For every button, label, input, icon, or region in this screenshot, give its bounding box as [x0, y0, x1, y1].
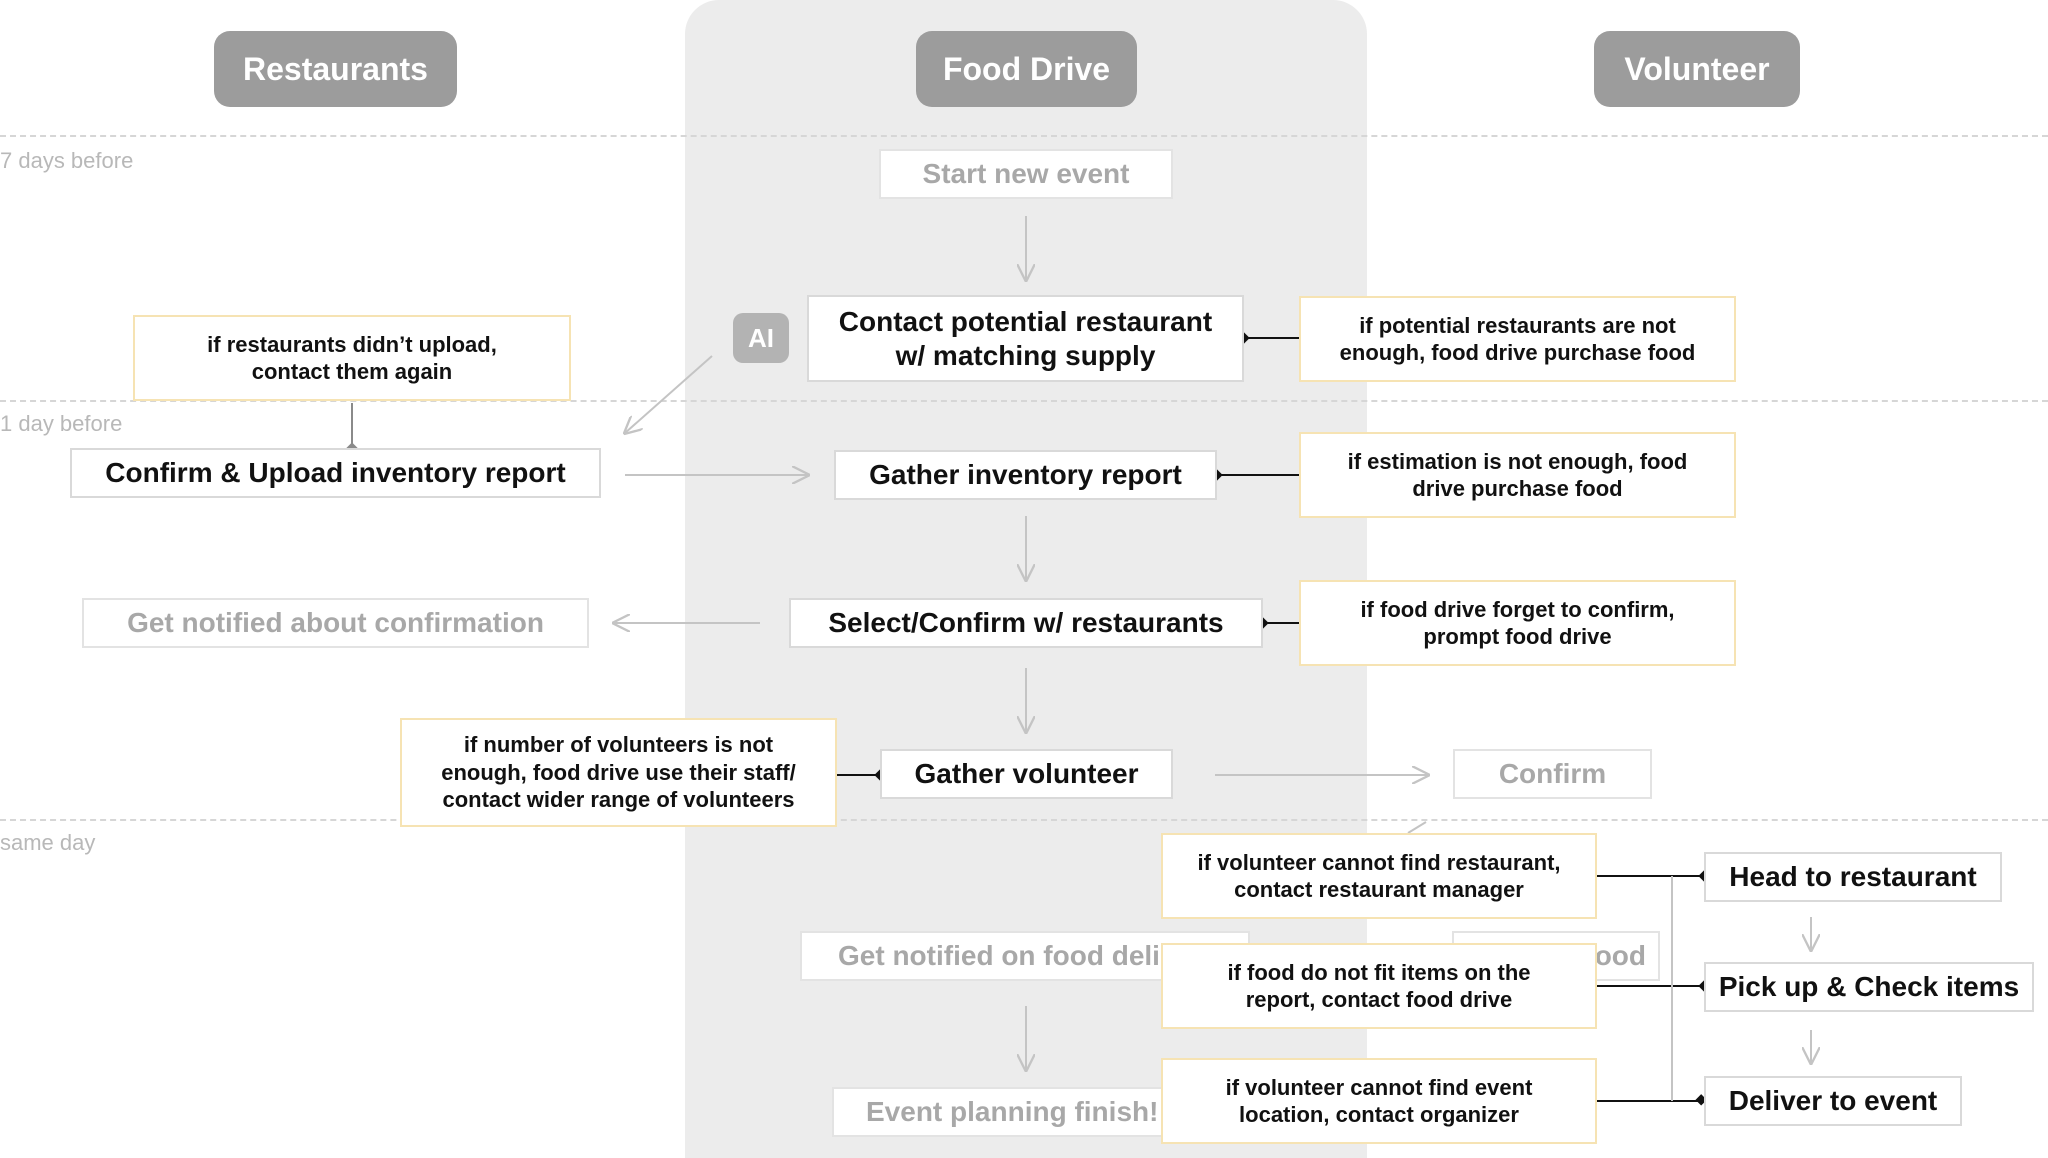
- note-forget-confirm: if food drive forget to confirm, prompt …: [1299, 580, 1736, 666]
- step-pickup-check-items: Pick up & Check items: [1704, 962, 2034, 1012]
- note-restaurant-reupload: if restaurants didn’t upload, contact th…: [133, 315, 571, 401]
- lane-header-food-drive: Food Drive: [916, 31, 1137, 107]
- phase-divider-1-day: [0, 400, 2048, 402]
- note-cannot-find-event: if volunteer cannot find event location,…: [1161, 1058, 1597, 1144]
- step-deliver-to-event: Deliver to event: [1704, 1076, 1962, 1126]
- step-gather-volunteer: Gather volunteer: [880, 749, 1173, 799]
- step-start-new-event: Start new event: [879, 149, 1173, 199]
- arrow-ai-to-upload: [625, 355, 713, 433]
- step-volunteer-confirm: Confirm: [1453, 749, 1652, 799]
- phase-label-same-day: same day: [0, 830, 96, 855]
- step-notified-confirmation: Get notified about confirmation: [82, 598, 589, 648]
- note-cannot-find-restaurant: if volunteer cannot find restaurant, con…: [1161, 833, 1597, 919]
- step-event-planning-finish: Event planning finish!: [832, 1087, 1172, 1137]
- lane-header-volunteer: Volunteer: [1594, 31, 1800, 107]
- note-estimation-short: if estimation is not enough, food drive …: [1299, 432, 1736, 518]
- step-head-to-restaurant: Head to restaurant: [1704, 852, 2002, 902]
- note-volunteers-short: if number of volunteers is not enough, f…: [400, 718, 837, 827]
- step-gather-inventory: Gather inventory report: [834, 450, 1217, 500]
- connector-confirm-faded: [1407, 821, 1427, 834]
- lane-header-restaurants: Restaurants: [214, 31, 457, 107]
- note-not-enough-restaurants: if potential restaurants are not enough,…: [1299, 296, 1736, 382]
- phase-divider-same-day: [0, 819, 2048, 821]
- ai-badge: AI: [733, 313, 789, 363]
- step-confirm-upload-inventory: Confirm & Upload inventory report: [70, 448, 601, 498]
- step-select-confirm: Select/Confirm w/ restaurants: [789, 598, 1263, 648]
- phase-label-7-days: 7 days before: [0, 148, 134, 173]
- step-contact-restaurant: Contact potential restaurant w/ matching…: [807, 295, 1244, 382]
- phase-divider-7-days: [0, 135, 2048, 137]
- note-items-mismatch: if food do not fit items on the report, …: [1161, 943, 1597, 1029]
- phase-label-1-day: 1 day before: [0, 411, 123, 436]
